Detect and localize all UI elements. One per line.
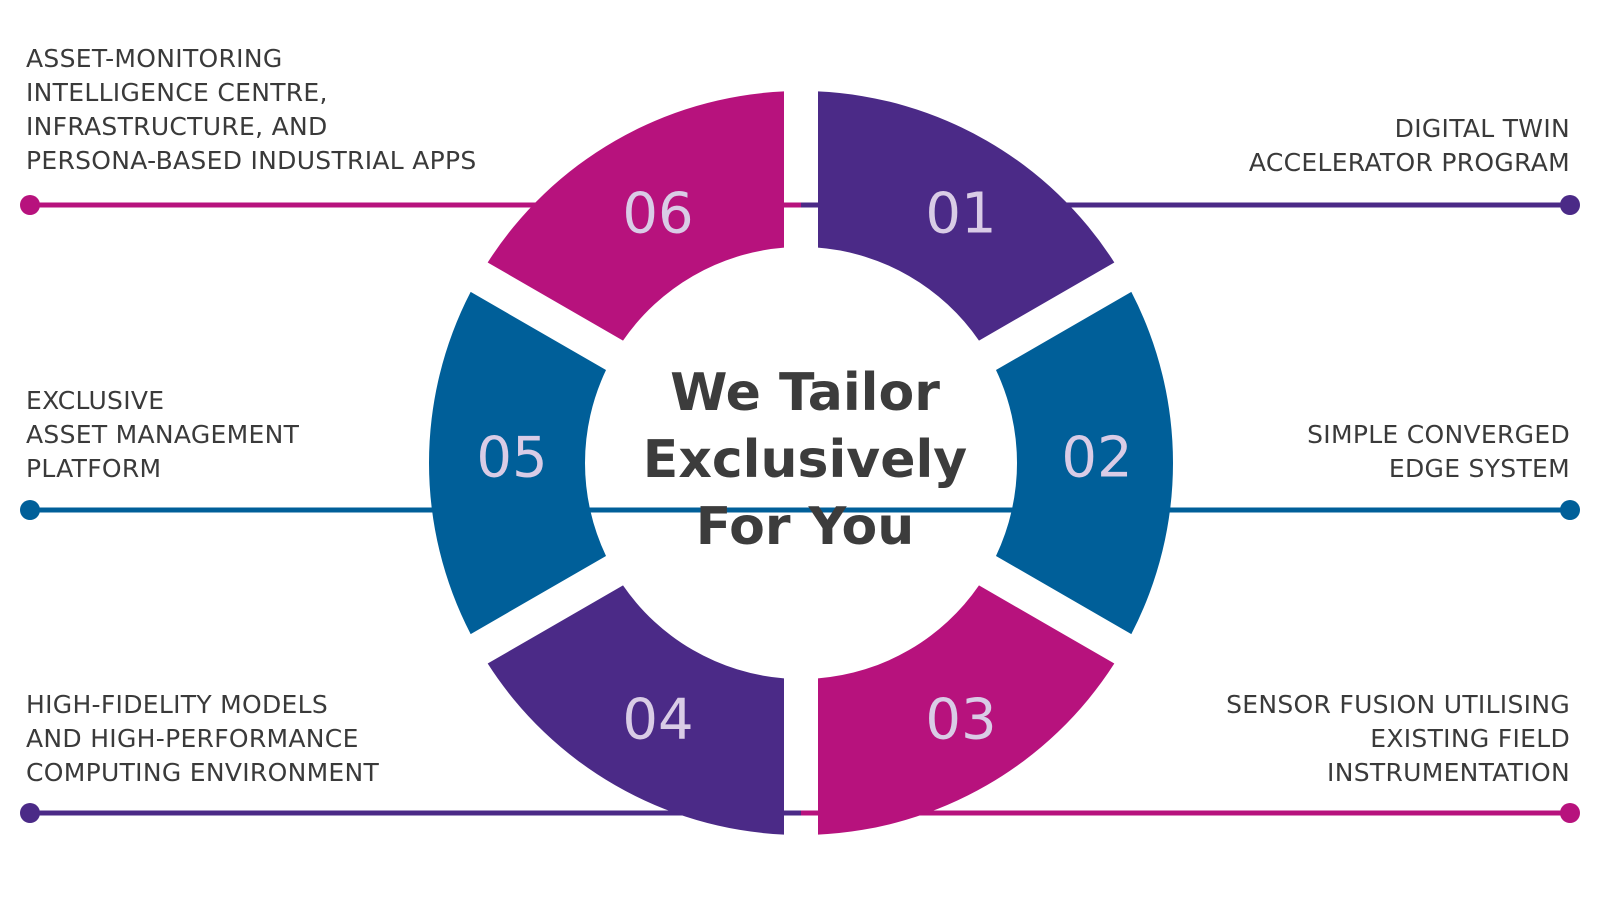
wheel-segment-04 [487,585,784,835]
connector-dot-04 [20,803,40,823]
wheel-segments [429,91,1173,835]
center-title-line-3: For You [695,497,915,557]
segment-label-05: EXCLUSIVE ASSET MANAGEMENT PLATFORM [26,384,299,486]
segment-label-line: SENSOR FUSION UTILISING [1226,690,1570,719]
segment-label-line: HIGH-FIDELITY MODELS [26,690,329,719]
segment-number-06: 06 [622,182,693,247]
segment-label-line: SIMPLE CONVERGED [1307,420,1570,449]
connector-dot-02 [1560,500,1580,520]
segment-label-line: INSTRUMENTATION [1327,758,1570,787]
wheel-segment-05 [429,291,607,635]
segment-label-04: HIGH-FIDELITY MODELS AND HIGH-PERFORMANCE… [26,688,379,790]
wheel-segment-01 [818,91,1115,341]
segment-label-line: EXISTING FIELD [1370,724,1570,753]
segment-label-06: ASSET-MONITORING INTELLIGENCE CENTRE, INFR… [26,42,477,178]
segment-label-02: SIMPLE CONVERGED EDGE SYSTEM [1307,418,1570,486]
segment-numbers: 01 02 03 04 05 06 [476,182,1132,753]
segment-label-line: PLATFORM [26,454,162,483]
segment-label-line: ACCELERATOR PROGRAM [1248,148,1570,177]
segment-label-line: INFRASTRUCTURE, AND [26,112,328,141]
segment-label-line: ASSET-MONITORING [26,44,283,73]
connector-dot-01 [1560,195,1580,215]
center-title: We Tailor Exclusively For You [605,360,1005,561]
segment-number-03: 03 [925,688,996,753]
segment-label-01: DIGITAL TWIN ACCELERATOR PROGRAM [1249,112,1570,180]
segment-number-01: 01 [925,182,996,247]
connector-dot-06 [20,195,40,215]
connector-dot-05 [20,500,40,520]
segment-label-line: PERSONA-BASED INDUSTRIAL APPS [26,146,477,175]
segment-label-line: DIGITAL TWIN [1394,114,1570,143]
segment-label-line: ASSET MANAGEMENT [26,420,300,449]
wheel-segment-02 [995,291,1173,635]
segment-label-line: AND HIGH-PERFORMANCE [26,724,359,753]
connector-dot-03 [1560,803,1580,823]
wheel-segment-03 [818,585,1115,835]
segment-number-02: 02 [1061,426,1132,491]
wheel-segment-06 [487,91,784,341]
segment-label-line: EXCLUSIVE [26,386,165,415]
connector-lines [20,195,1580,823]
center-title-line-1: We Tailor [670,363,940,423]
segment-label-line: EDGE SYSTEM [1388,454,1570,483]
segment-number-04: 04 [622,688,693,753]
segment-label-line: COMPUTING ENVIRONMENT [26,758,380,787]
segment-number-05: 05 [476,426,547,491]
center-title-line-2: Exclusively [642,430,968,490]
segment-label-03: SENSOR FUSION UTILISING EXISTING FIELD INS… [1226,688,1570,790]
segment-label-line: INTELLIGENCE CENTRE, [26,78,328,107]
